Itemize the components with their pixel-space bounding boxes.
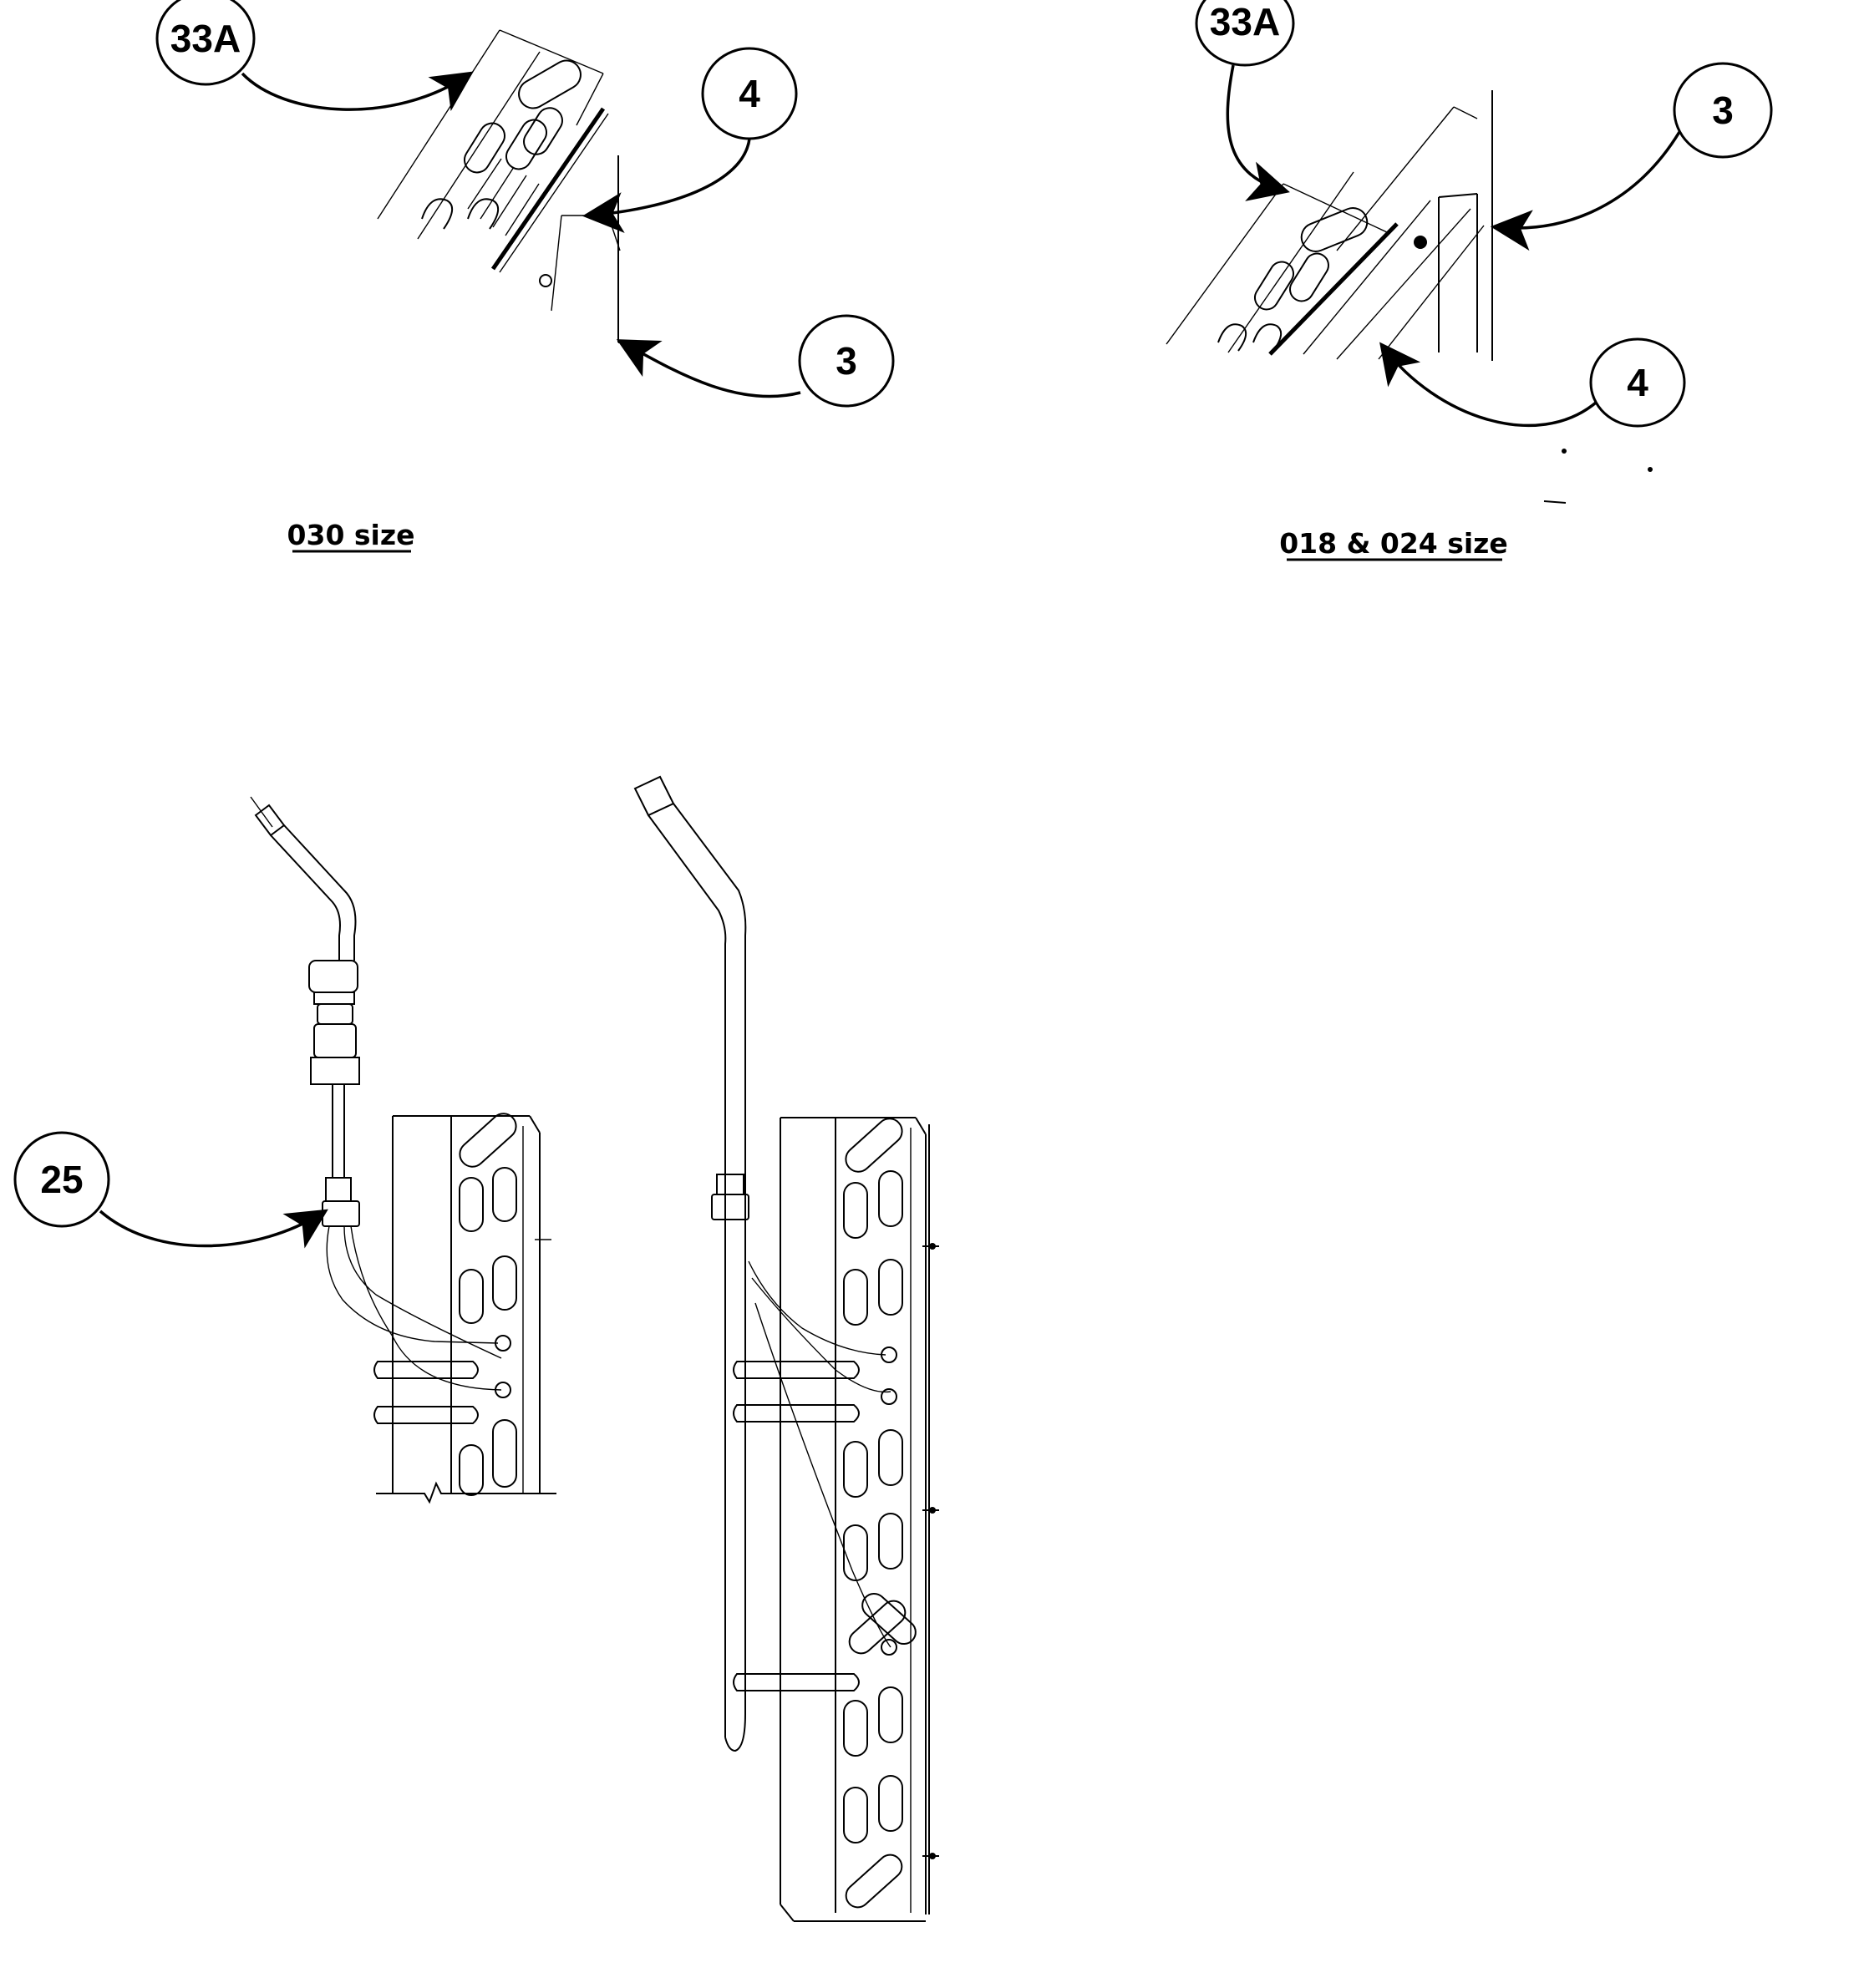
leader-3-right <box>1490 131 1681 251</box>
callout-4-right: 4 <box>1589 337 1686 428</box>
leader-3-left <box>616 339 801 398</box>
leader-25 <box>99 1209 328 1249</box>
coil-slab-018-024 <box>1166 90 1493 361</box>
callout-33a-right-label: 33A <box>1210 0 1280 43</box>
detail-018-024-size: 33A 3 4 018 & 024 size <box>1166 0 1773 561</box>
caption-018-024-size: 018 & 024 size <box>1279 527 1508 560</box>
leader-33a-right <box>1226 64 1290 201</box>
callout-4-right-label: 4 <box>1627 361 1648 404</box>
callout-3-right: 3 <box>1673 62 1773 159</box>
detail-030-size: 33A 4 3 030 size <box>155 0 895 553</box>
callout-25-label: 25 <box>40 1158 83 1201</box>
callout-4-left: 4 <box>701 47 798 140</box>
callout-33a-right: 33A <box>1195 0 1295 67</box>
leader-4-left <box>582 138 751 233</box>
callout-3-left-label: 3 <box>836 339 857 383</box>
leader-33a-left <box>241 71 474 112</box>
callout-4-left-label: 4 <box>739 72 760 115</box>
tube-assembly-left: 25 <box>13 796 556 1504</box>
callout-3-right-label: 3 <box>1712 89 1734 132</box>
caption-030-size: 030 size <box>287 519 415 551</box>
callout-25: 25 <box>13 1131 110 1228</box>
callout-33a-left-label: 33A <box>170 17 241 60</box>
coil-slab-030 <box>377 29 635 343</box>
callout-3-left: 3 <box>798 314 895 408</box>
leader-4-right <box>1379 342 1597 428</box>
tube-assembly-right <box>633 775 939 1922</box>
callout-33a-left: 33A <box>155 0 256 86</box>
